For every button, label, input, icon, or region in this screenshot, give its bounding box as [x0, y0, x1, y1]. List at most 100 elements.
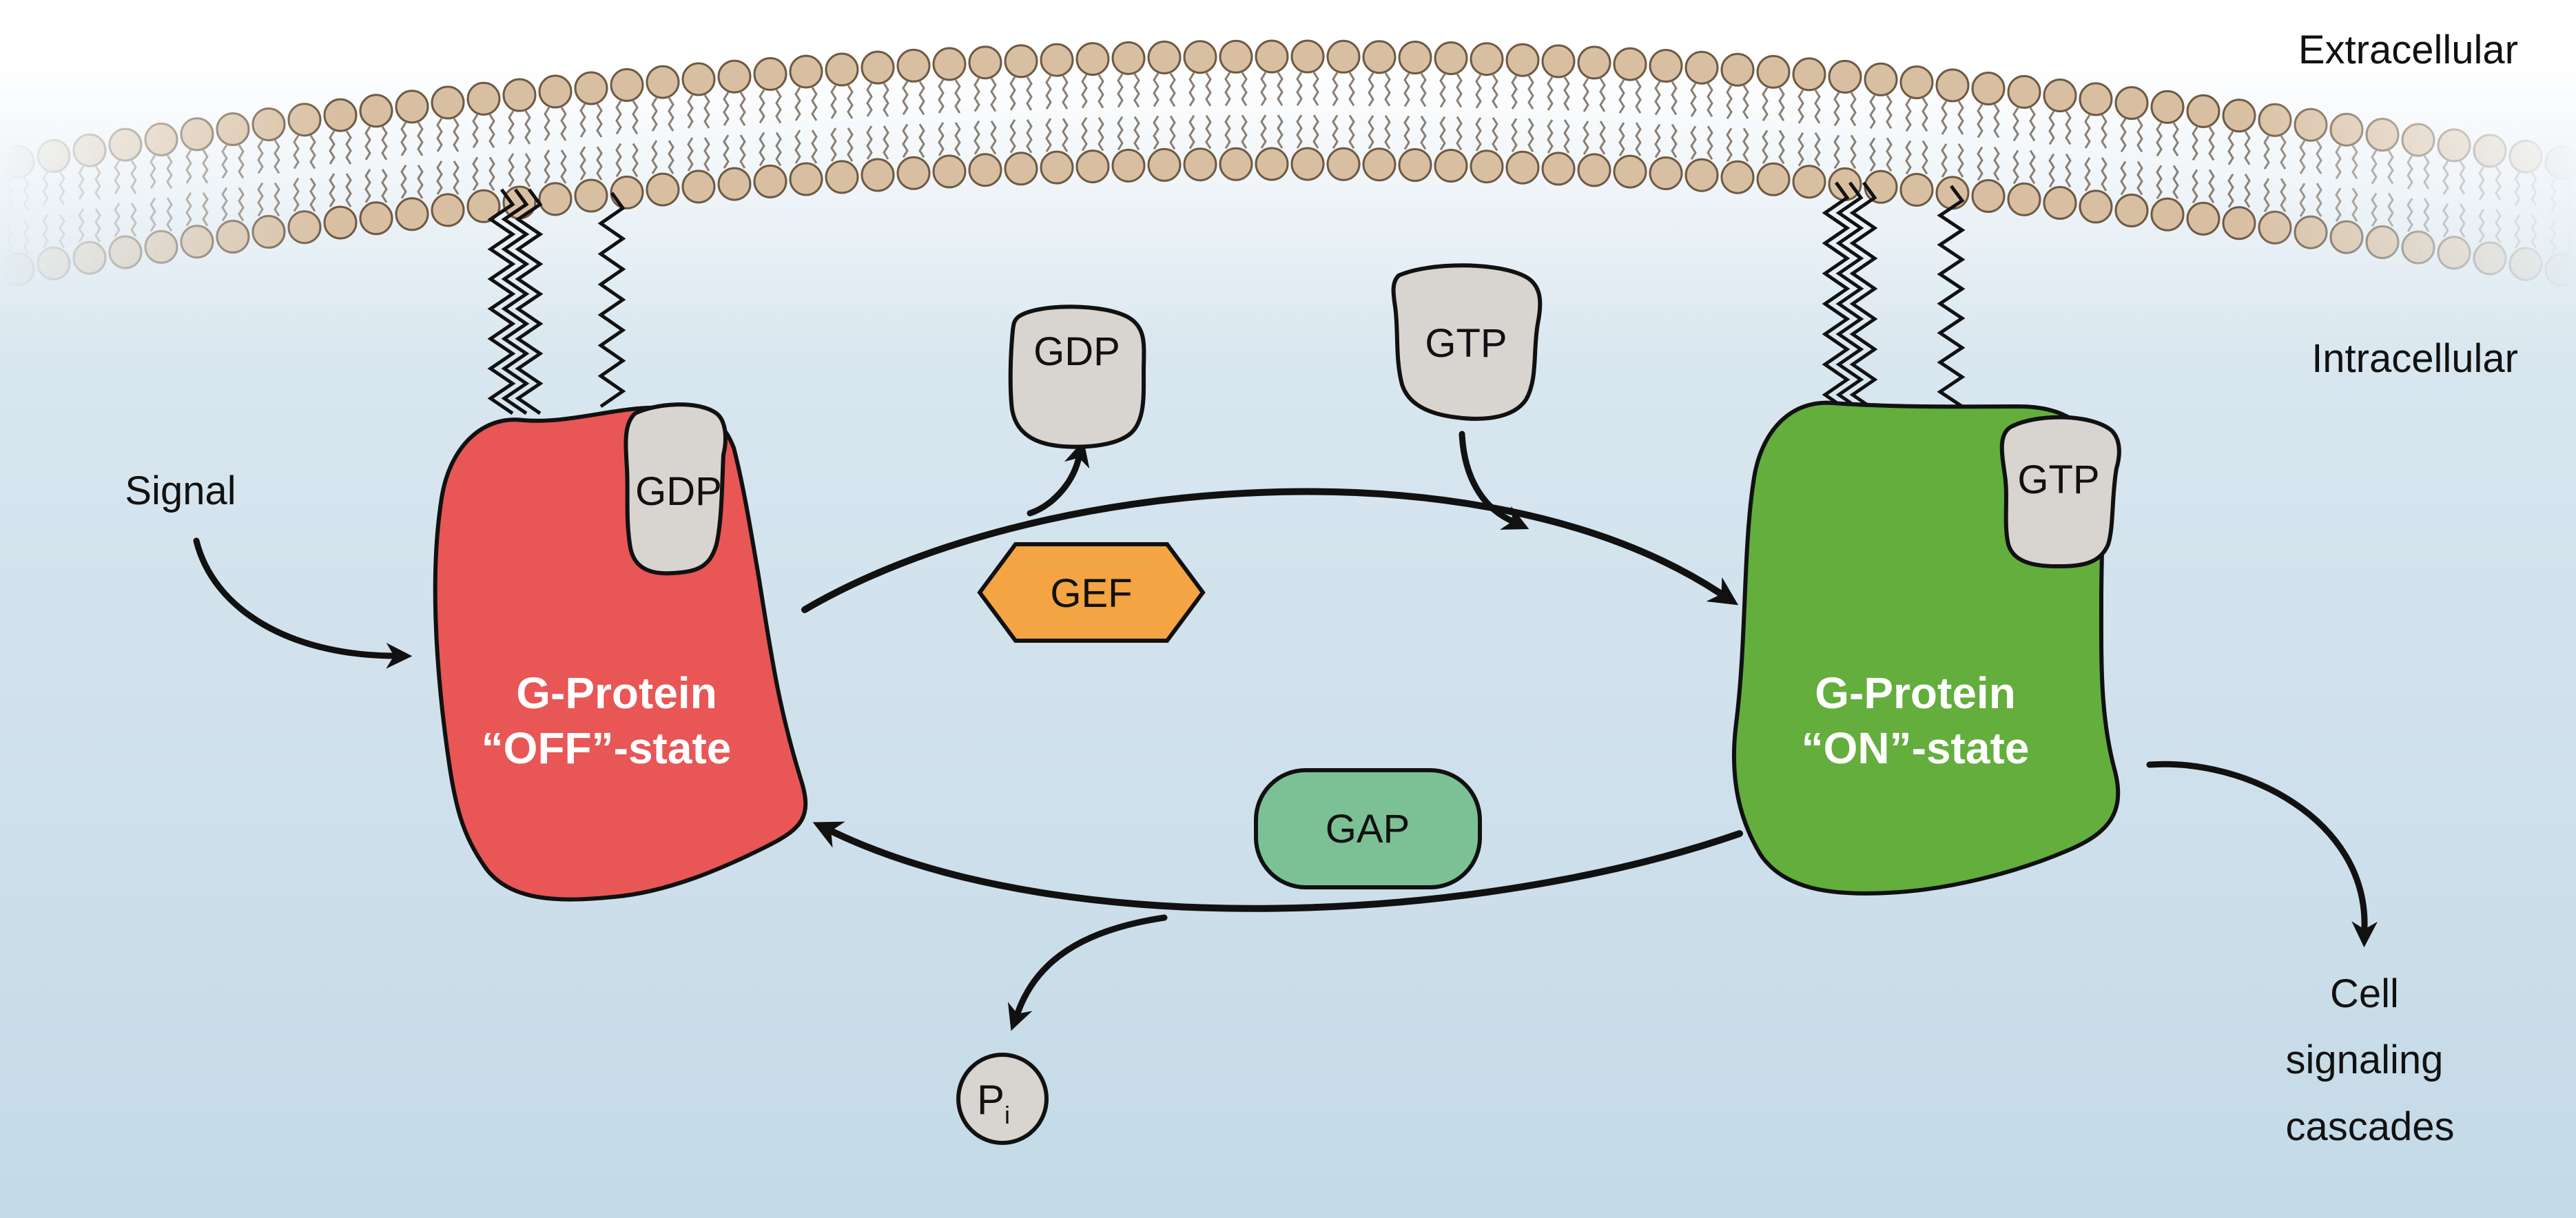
lipid-tail	[1957, 143, 1964, 178]
lipid-tail	[488, 114, 495, 149]
lipid-tail	[1977, 103, 1983, 138]
lipid-head	[1219, 147, 1253, 181]
lipid-head	[323, 205, 358, 240]
lipid-tail	[1045, 75, 1052, 110]
lipid-tail	[2387, 192, 2394, 227]
lipid-head	[825, 160, 859, 194]
lipid-head	[251, 215, 286, 249]
lipid-tail	[723, 92, 730, 126]
lipid-head	[1505, 43, 1540, 77]
lipid-tail	[2065, 110, 2072, 145]
lipid-tail	[1332, 114, 1339, 149]
lipid-tail	[1403, 72, 1410, 107]
lipid-head	[2079, 82, 2113, 116]
lipid-tail	[2478, 166, 2485, 200]
lipid-tail	[723, 134, 730, 169]
gdp-release-arrow	[1027, 440, 1090, 517]
lipid-tail	[309, 177, 316, 212]
lipid-head	[932, 154, 967, 189]
lipid-head	[1290, 147, 1325, 181]
lipid-head	[108, 235, 143, 269]
phosphate-circle	[956, 1053, 1049, 1145]
lipid-tail	[508, 153, 515, 187]
lipid-tail	[400, 164, 407, 199]
lipid-tail	[775, 132, 782, 167]
lipid-head	[2222, 99, 2256, 133]
lipid-tail	[2371, 149, 2378, 185]
lipid-head	[646, 172, 680, 207]
lipid-tail	[2263, 178, 2270, 213]
lipid-tail	[2244, 130, 2251, 165]
lipid-tail	[1224, 114, 1231, 149]
lipid-tail	[775, 89, 782, 124]
lipid-head	[144, 122, 178, 156]
lipid-tail	[2550, 177, 2557, 212]
lipid-head	[1326, 39, 1361, 74]
lipid-tail	[166, 154, 173, 189]
lipid-tail	[560, 107, 567, 141]
lipid-head	[2329, 112, 2364, 147]
lipid-head	[2043, 79, 2077, 112]
lipid-tail	[1654, 81, 1661, 116]
lipid-head	[1434, 41, 1468, 75]
lipid-tail	[114, 203, 121, 237]
lipid-tail	[1260, 114, 1267, 149]
lipid-head	[932, 47, 967, 81]
lipid-tail	[1224, 72, 1231, 107]
lipid-tail	[973, 120, 980, 155]
lipid-tail	[938, 122, 945, 156]
gef-label: GEF	[1050, 571, 1132, 616]
lipid-head	[2258, 103, 2292, 137]
lipid-tail	[1993, 103, 2000, 138]
lipid-tail	[1456, 116, 1463, 151]
lipid-anchor-chain	[487, 188, 516, 415]
lipid-tail	[1205, 72, 1212, 107]
lipid-head	[681, 62, 716, 96]
lipid-tail	[651, 140, 658, 174]
lipid-tail	[1886, 94, 1893, 130]
lipid-tail	[2280, 178, 2287, 213]
lipid-head	[1613, 154, 1647, 189]
lipid-tail	[794, 130, 801, 164]
lipid-tail	[2442, 203, 2449, 238]
lipid-tail	[238, 187, 245, 222]
lipid-tail	[1312, 114, 1319, 149]
lipid-head	[1971, 179, 2006, 213]
extracellular-label: Extracellular	[2298, 28, 2518, 72]
lipid-head	[431, 85, 465, 120]
lipid-tail	[130, 203, 137, 237]
lipid-bilayer-membrane	[1, 39, 2576, 287]
cell-signaling-line1: Cell	[2330, 971, 2399, 1016]
lipid-tail	[2172, 122, 2179, 157]
lipid-tail	[2316, 140, 2322, 174]
lipid-tail	[2263, 135, 2270, 170]
lipid-tail	[883, 83, 889, 117]
lipid-head	[1756, 162, 1791, 196]
lipid-tail	[2351, 145, 2358, 179]
lipid-head	[2294, 215, 2328, 249]
lipid-tail	[1635, 122, 1642, 156]
lipid-tail	[1635, 79, 1642, 114]
lipid-tail	[150, 197, 156, 232]
lipid-tail	[329, 130, 336, 165]
lipid-tail	[1941, 101, 1948, 135]
lipid-tail	[381, 126, 388, 161]
off-protein-label-line1: G-Protein	[516, 668, 717, 718]
inorganic-phosphate: Pi	[956, 1053, 1049, 1145]
lipid-head	[789, 162, 823, 196]
lipid-tail	[1403, 115, 1410, 150]
lipid-tail	[687, 137, 694, 172]
lipid-head	[108, 127, 143, 162]
lipid-tail	[1921, 97, 1928, 132]
lipid-head	[1147, 147, 1182, 182]
lipid-tail	[2048, 153, 2055, 188]
lipid-tail	[1583, 78, 1589, 112]
lipid-tail	[345, 130, 352, 165]
lipid-head	[2473, 241, 2507, 276]
lipid-tail	[544, 149, 550, 184]
lipid-head	[1899, 65, 1934, 99]
lipid-tail	[2084, 157, 2091, 192]
lipid-head	[861, 158, 895, 192]
gap-pill	[1254, 768, 1482, 889]
lipid-tail	[990, 77, 997, 112]
